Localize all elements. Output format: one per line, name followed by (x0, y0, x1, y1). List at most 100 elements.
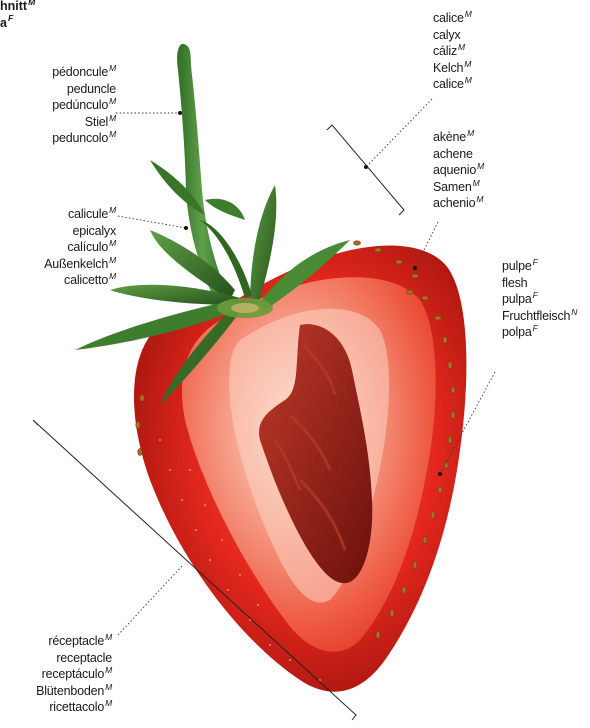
gender-marker: M (109, 255, 116, 265)
term-achene: achene (433, 146, 484, 163)
term-calyx: calyx (433, 27, 472, 44)
term-epicalyx: AußenkelchM (44, 256, 116, 273)
term-text: pedúnculo (52, 98, 108, 112)
term-flesh: FruchtfleischN (502, 308, 577, 325)
term-text: aquenio (433, 163, 476, 177)
gender-marker: M (465, 75, 472, 85)
term-text: achenio (433, 196, 475, 210)
gender-marker: N (571, 307, 577, 317)
term-epicalyx: epicalyx (44, 223, 116, 240)
gender-marker: M (105, 682, 112, 692)
gender-marker: M (473, 178, 480, 188)
term-text: Samen (433, 180, 472, 194)
gender-marker: M (465, 9, 472, 19)
term-receptacle: ricettacoloM (36, 699, 112, 716)
term-achene: akèneM (433, 129, 484, 146)
term-epicalyx: caliculeM (44, 206, 116, 223)
term-text: ricettacolo (49, 700, 104, 714)
term-text: calículo (67, 240, 108, 254)
term-text: calyx (433, 28, 460, 42)
gender-marker: F (8, 13, 13, 23)
gender-marker: M (109, 271, 116, 281)
gender-marker: M (109, 96, 116, 106)
term-text: epicalyx (72, 224, 116, 238)
leader-dot-flesh (438, 472, 442, 476)
term-text: Fruchtfleisch (502, 309, 570, 323)
term-text: calicetto (64, 273, 108, 287)
gender-marker: M (105, 632, 112, 642)
term-flesh: flesh (502, 275, 577, 292)
gender-marker: M (109, 238, 116, 248)
gender-marker: M (105, 698, 112, 708)
term-flesh: pulpeF (502, 258, 577, 275)
term-calyx: cálizM (433, 43, 472, 60)
term-text: Stiel (85, 115, 108, 129)
gender-marker: M (109, 113, 116, 123)
term-text: receptacle (56, 651, 112, 665)
term-receptacle: receptacle (36, 650, 112, 667)
term-text: akène (433, 130, 466, 144)
cropped-heading: hnittM aF (0, 0, 35, 31)
heading-line-2: a (0, 16, 7, 30)
gender-marker: F (533, 323, 538, 333)
term-text: cáliz (433, 44, 457, 58)
term-peduncle: pédonculeM (52, 64, 116, 81)
term-text: réceptacle (48, 634, 104, 648)
term-text: receptáculo (42, 667, 104, 681)
gender-marker: M (28, 0, 35, 7)
gender-marker: M (464, 59, 471, 69)
term-text: peduncolo (52, 131, 108, 145)
term-text: Kelch (433, 61, 463, 75)
term-peduncle: peduncoloM (52, 130, 116, 147)
term-text: Außenkelch (44, 257, 108, 271)
term-text: polpa (502, 325, 532, 339)
gender-marker: M (109, 129, 116, 139)
term-epicalyx: calículoM (44, 239, 116, 256)
term-text: pulpe (502, 259, 532, 273)
calyx-bracket (327, 125, 404, 215)
term-calyx: KelchM (433, 60, 472, 77)
term-flesh: pulpaF (502, 291, 577, 308)
term-text: pulpa (502, 292, 532, 306)
term-epicalyx: calicettoM (44, 272, 116, 289)
term-achene: aquenioM (433, 162, 484, 179)
term-text: peduncle (67, 82, 116, 96)
term-text: flesh (502, 276, 527, 290)
gender-marker: F (533, 257, 538, 267)
gender-marker: M (109, 63, 116, 73)
term-achene: achenioM (433, 195, 484, 212)
gender-marker: M (467, 128, 474, 138)
term-receptacle: BlütenbodenM (36, 683, 112, 700)
leader-dot-peduncle (178, 111, 182, 115)
gender-marker: M (109, 205, 116, 215)
leader-dot-epicalyx (184, 226, 188, 230)
term-peduncle: pedúnculoM (52, 97, 116, 114)
gender-marker: M (458, 42, 465, 52)
term-text: Blütenboden (36, 684, 104, 698)
term-receptacle: réceptacleM (36, 633, 112, 650)
term-achene: SamenM (433, 179, 484, 196)
term-text: calicule (68, 207, 108, 221)
gender-marker: M (476, 194, 483, 204)
term-calyx: caliceM (433, 76, 472, 93)
term-receptacle: receptáculoM (36, 666, 112, 683)
term-text: calice (433, 77, 464, 91)
heading-line-1: hnitt (0, 0, 27, 13)
term-text: calice (433, 11, 464, 25)
term-text: achene (433, 147, 473, 161)
leader-dot-achene (413, 266, 417, 270)
term-peduncle: peduncle (52, 81, 116, 98)
gender-marker: F (533, 290, 538, 300)
gender-marker: M (477, 161, 484, 171)
term-peduncle: StielM (52, 114, 116, 131)
term-text: pédoncule (52, 65, 108, 79)
term-calyx: caliceM (433, 10, 472, 27)
gender-marker: M (105, 665, 112, 675)
